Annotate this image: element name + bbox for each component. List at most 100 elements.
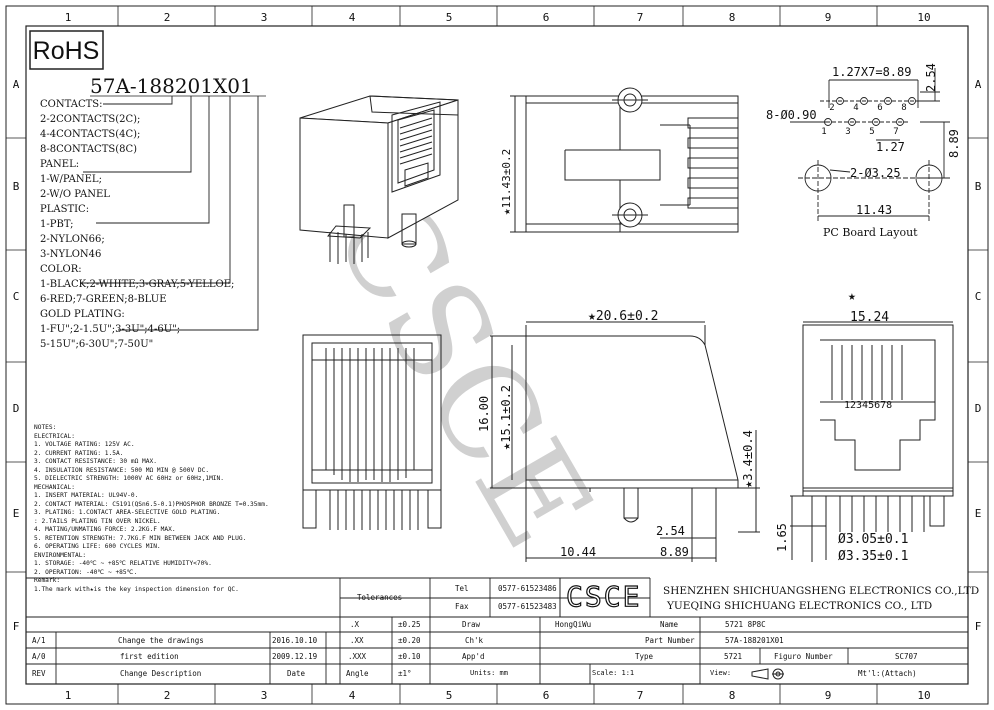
appd-label: App'd [462, 652, 485, 661]
note-line: 2. CURRENT RATING: 1.5A. [34, 449, 124, 457]
note-line: ELECTRICAL: [34, 432, 75, 440]
pin-label: 7 [893, 127, 898, 137]
rev-code: A/1 [32, 636, 46, 645]
dim-row-pitch: 1.27 [876, 140, 905, 154]
part-code: 57A-188201X01 [90, 74, 253, 98]
side-view [490, 321, 760, 562]
tol-symbol: .X [350, 620, 360, 629]
title-block-grid [26, 577, 968, 684]
dim-stand: 1.65 [775, 523, 789, 552]
dim-height-body: ★15.1±0.2 [499, 385, 513, 450]
order-line: PANEL: [40, 159, 80, 170]
col-label: 6 [543, 689, 550, 702]
column-labels-bottom: 1 2 3 4 5 6 7 8 9 10 [65, 689, 931, 702]
draw-value: HongQiWu [555, 620, 592, 629]
tol-symbol: .XXX [348, 652, 367, 661]
column-ticks [6, 6, 988, 704]
ordering-leaders [80, 96, 259, 331]
note-line: MECHANICAL: [34, 483, 75, 491]
col-label: 4 [349, 11, 356, 24]
contact-numbers: 12345678 [844, 400, 892, 411]
rev-date: Date [287, 669, 306, 678]
notes-block: NOTES: ELECTRICAL: 1. VOLTAGE RATING: 12… [34, 424, 269, 594]
note-line: 3. CONTACT RESISTANCE: 30 mΩ MAX. [34, 458, 157, 465]
tol-value: ±0.10 [398, 652, 421, 661]
tol-value: ±0.25 [398, 620, 421, 629]
tel-value: 0577-61523486 [498, 584, 557, 593]
note-line: 3. PLATING: 1.CONTACT AREA-SELECTIVE GOL… [34, 509, 221, 516]
order-line: 2-W/O PANEL [40, 189, 110, 200]
mtl-label: Mt'l:(Attach) [858, 669, 917, 678]
figure-number-label: Figuro Number [774, 652, 833, 661]
projection-symbol-icon [750, 667, 786, 680]
fax-value: 0577-61523483 [498, 602, 557, 611]
col-label: 3 [261, 689, 268, 702]
view-label: View: [710, 669, 732, 677]
ordering-info: CONTACTS: 2-2CONTACTS(2C); 4-4CONTACTS(4… [40, 97, 234, 352]
isometric-view [299, 95, 459, 264]
col-label: 9 [825, 689, 832, 702]
row-label: E [975, 507, 982, 520]
order-line: 1-BLACK;2-WHITE;3-GRAY;5-YELLOE; [40, 279, 235, 290]
dim-peg-a: Ø3.05±0.1 [838, 532, 908, 547]
order-line: COLOR: [40, 264, 82, 275]
pcb-caption: PC Board Layout [823, 226, 918, 239]
tol-value: ±0.20 [398, 636, 421, 645]
col-label: 1 [65, 11, 72, 24]
order-line: GOLD PLATING: [40, 309, 125, 320]
row-label: F [975, 620, 982, 633]
tolerances-label: Tolerances [357, 593, 403, 602]
figure-number-value: SC707 [895, 652, 918, 661]
order-line: 5-15U";6-30U";7-50U" [40, 339, 154, 350]
rev-date: 2009.12.19 [272, 652, 318, 661]
col-label: 3 [261, 11, 268, 24]
scale-label: Scale: 1:1 [592, 669, 635, 677]
fax-label: Fax [455, 602, 469, 611]
draw-label: Draw [462, 620, 481, 629]
rev-code: A/0 [32, 652, 46, 661]
row-label: E [13, 507, 20, 520]
front-view [302, 334, 442, 530]
tol-value: ±1° [398, 669, 412, 678]
col-label: 5 [446, 11, 453, 24]
order-line: 2-NYLON66; [40, 234, 105, 245]
rev-code: REV [32, 669, 46, 678]
note-line: 4. INSULATION RESISTANCE: 500 MΩ MIN @ 5… [34, 466, 210, 474]
name-value: 5721 8P8C [725, 620, 766, 629]
col-label: 7 [637, 11, 644, 24]
dim-length: ★20.6±0.2 [588, 309, 658, 324]
pin-label: 2 [829, 103, 834, 113]
rev-description: first edition [120, 652, 179, 661]
dim-mount-span: 11.43 [856, 203, 892, 217]
dim-height-total: 16.00 [477, 396, 491, 432]
col-label: 2 [164, 11, 171, 24]
note-line: ENVIRONMENTAL: [34, 551, 87, 559]
note-line: NOTES: [34, 424, 57, 431]
row-label: A [975, 78, 982, 91]
dim-star: ★ [848, 289, 856, 304]
note-line: 5. DIELECTRIC STRENGTH: 1000V AC 60Hz or… [34, 475, 224, 482]
tol-symbol: .XX [350, 636, 364, 645]
order-line: 1-W/PANEL; [40, 174, 102, 185]
row-label: D [13, 402, 20, 415]
note-line: 1. VOLTAGE RATING: 125V AC. [34, 441, 135, 448]
note-line: 1.The mark with★is the key inspection di… [34, 585, 239, 593]
note-line: 2. CONTACT MATERIAL: C5191(QSn6.5-0.1)PH… [34, 500, 269, 508]
side-view-top [510, 87, 739, 233]
order-line: 3-NYLON46 [40, 249, 102, 260]
note-line: 2. OPERATION: -40℃ ~ +85℃. [34, 568, 138, 576]
col-label: 6 [543, 11, 550, 24]
rev-description: Change the drawings [118, 636, 204, 645]
order-line: 2-2CONTACTS(2C); [40, 114, 141, 125]
row-label: F [13, 620, 20, 633]
pin-label: 8 [901, 103, 906, 113]
note-line: 1. STORAGE: -40℃ ~ +85℃ RELATIVE HUMIDIT… [34, 560, 212, 567]
rohs-logo: RoHS [33, 37, 100, 65]
pin-label: 5 [869, 127, 874, 137]
type-value: 5721 [724, 652, 743, 661]
dim-offset-a: 2.54 [656, 524, 685, 538]
col-label: 10 [917, 11, 930, 24]
col-label: 1 [65, 689, 72, 702]
tel-label: Tel [455, 584, 469, 593]
col-label: 8 [729, 689, 736, 702]
